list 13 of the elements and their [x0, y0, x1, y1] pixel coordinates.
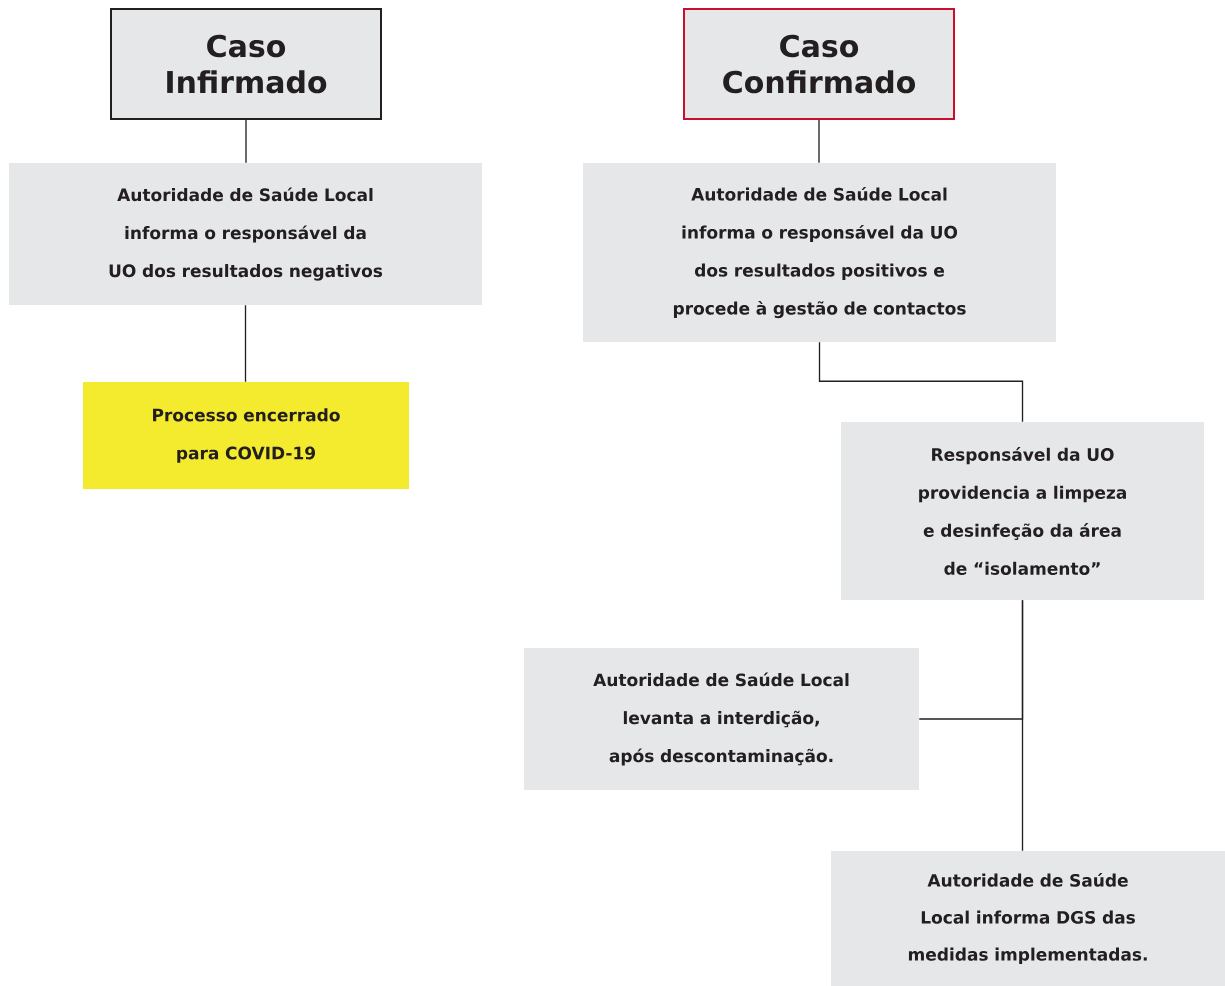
connector-line	[1021, 599, 1024, 852]
connector-line	[818, 341, 1024, 423]
process-box: Autoridade de Saúde Local levanta a interdição, após descontaminação.	[524, 648, 919, 790]
title-box: Caso Confirmado	[683, 8, 955, 120]
title-box: Caso Infirmado	[110, 8, 382, 120]
process-box: Processo encerrado para COVID-19	[83, 382, 409, 489]
process-box: Autoridade de Saúde Local informa o responsável da UO dos resultados positivos e procede à gestão de contactos	[583, 163, 1056, 342]
process-box: Autoridade de Saúde Local informa o responsável da UO dos resultados negativos	[9, 163, 482, 305]
connector-line	[818, 119, 820, 164]
process-box: Responsável da UO providencia a limpeza e desinfeção da área de “isolamento”	[841, 422, 1204, 600]
connector-line	[245, 119, 247, 164]
process-box: Autoridade de Saúde Local informa DGS das medidas implementadas.	[831, 851, 1225, 986]
connector-line	[244, 304, 247, 383]
